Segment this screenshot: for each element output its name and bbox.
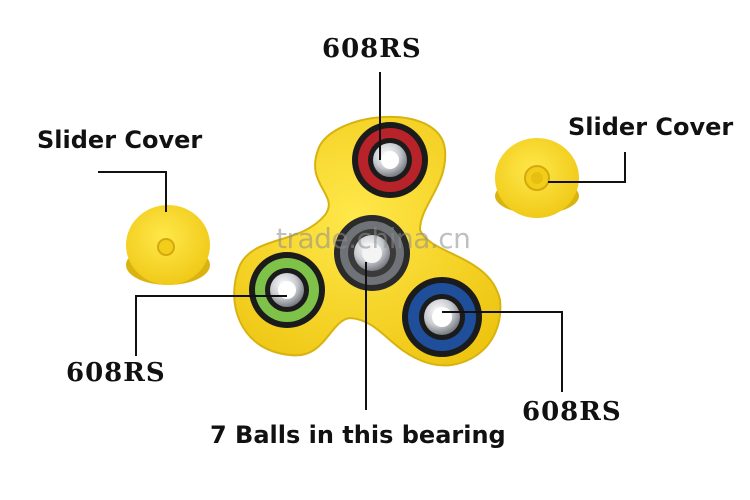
left-bearing (249, 252, 325, 328)
leader-line-right-bearing (442, 311, 563, 392)
leader-line-slider-right (548, 152, 626, 183)
leader-line-slider-left (98, 171, 167, 212)
slider-cover-left (126, 205, 210, 285)
leader-lines (98, 72, 626, 410)
label-slider-cover-right: Slider Cover (568, 113, 734, 141)
right-bearing (402, 277, 482, 357)
label-right-bearing: 608RS (522, 397, 622, 427)
label-left-bearing: 608RS (66, 358, 166, 388)
watermark: trade.china.cn (276, 222, 471, 255)
leader-line-left-bearing (135, 295, 287, 356)
label-top-bearing: 608RS (322, 34, 422, 64)
label-slider-cover-left: Slider Cover (37, 126, 203, 154)
center-bearing (334, 215, 410, 291)
top-bearing (352, 122, 428, 198)
label-center-bearing: 7 Balls in this bearing (210, 421, 506, 449)
slider-cover-right (495, 138, 579, 218)
